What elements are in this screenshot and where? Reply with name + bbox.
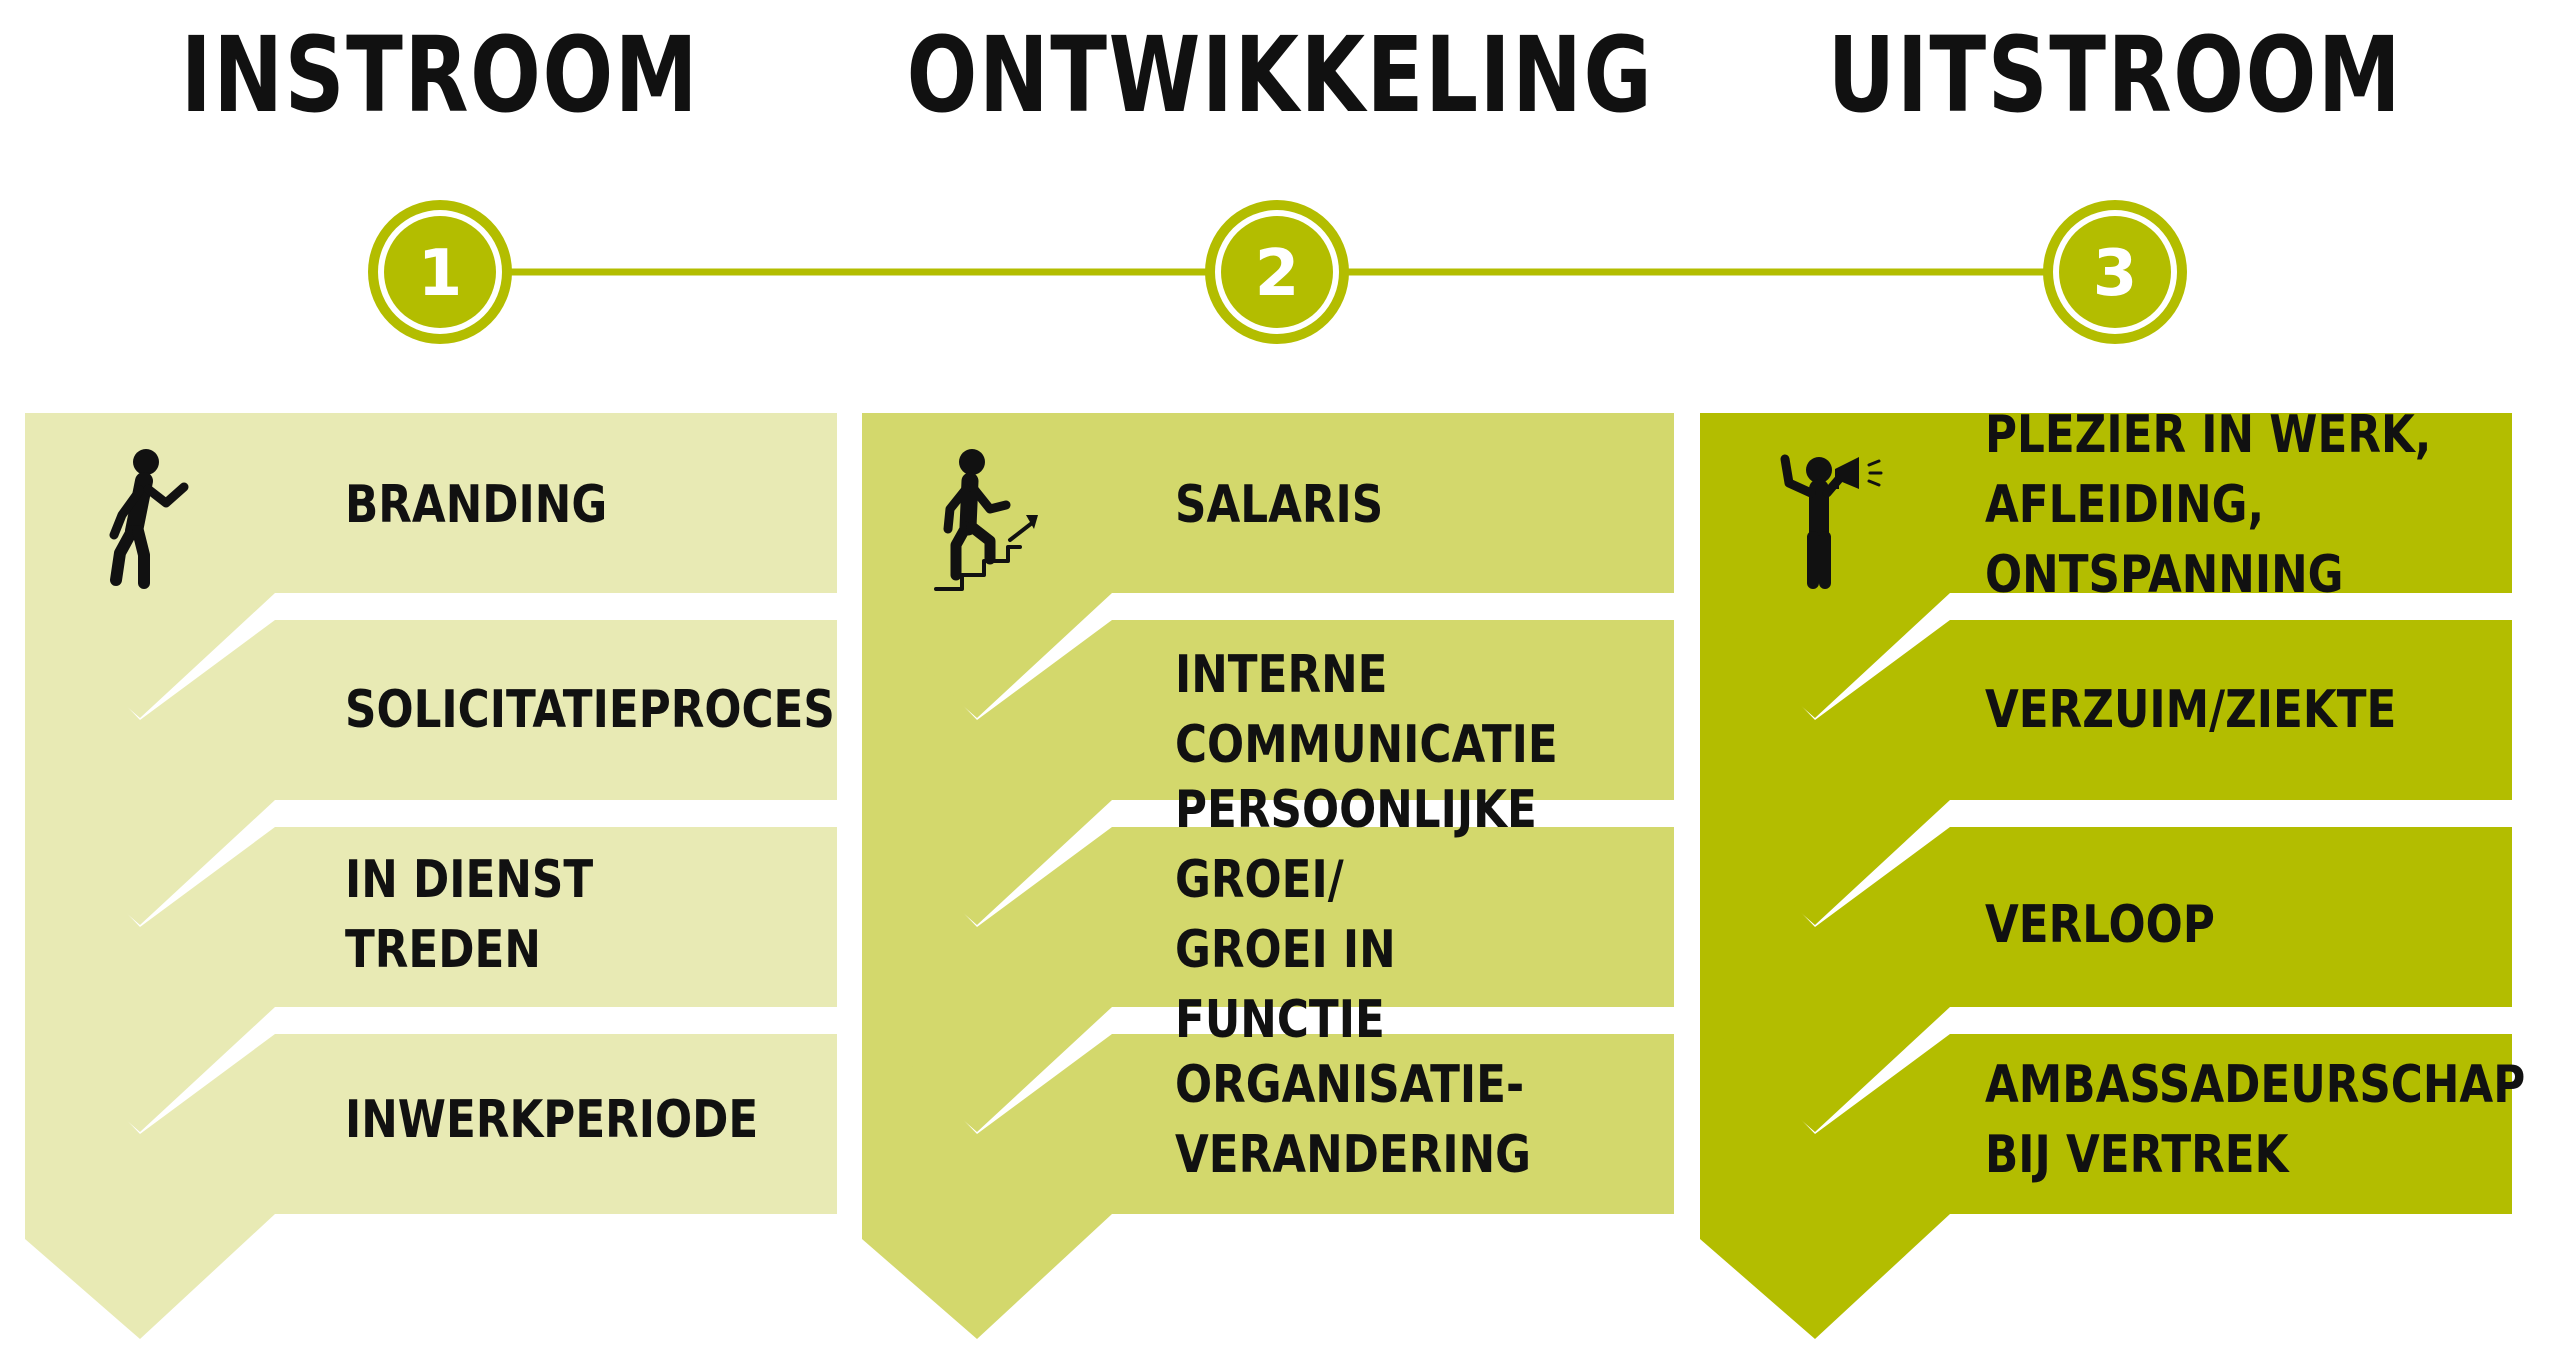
item-verloop: VERLOOP: [1985, 895, 2215, 955]
item-solicitatieproces: SOLICITATIEPROCES: [345, 680, 835, 740]
step-marker-2: 2: [1205, 200, 1349, 344]
chevron-band-3-2: [1700, 600, 2512, 925]
step-number-2: 2: [1255, 237, 1300, 311]
chevron-band-2-1: [862, 413, 1674, 718]
phase-title-uitstroom: UITSTROOM: [1827, 14, 2403, 136]
item-in-dienst-treden: IN DIENST TREDEN: [345, 850, 594, 980]
chevron-band-3-3: [1700, 807, 2512, 1132]
item-persoonlijke-groei: PERSOONLIJKE GROEI/ GROEI IN FUNCTIE: [1175, 780, 1537, 1050]
step-number-3: 3: [2093, 237, 2138, 311]
chevron-band-1-1: [25, 413, 837, 718]
item-inwerkperiode: INWERKPERIODE: [345, 1090, 759, 1150]
person-with-megaphone-icon: [1780, 454, 1883, 589]
item-organisatieverandering: ORGANISATIE- VERANDERING: [1175, 1055, 1532, 1185]
step-marker-1: 1: [368, 200, 512, 344]
person-climbing-stairs-icon: [934, 449, 1038, 591]
chevron-band-3-4: [1700, 1014, 2512, 1339]
item-plezier-in-werk: PLEZIER IN WERK, AFLEIDING, ONTSPANNING: [1985, 405, 2432, 605]
item-ambassadeurschap: AMBASSADEURSCHAP BIJ VERTREK: [1985, 1055, 2526, 1185]
chevron-band-1-4: [25, 1014, 837, 1339]
chevron-band-3-1: [1700, 413, 2512, 718]
phase-title-instroom: INSTROOM: [180, 14, 700, 136]
item-interne-communicatie: INTERNE COMMUNICATIE: [1175, 645, 1558, 775]
item-verzuim-ziekte: VERZUIM/ZIEKTE: [1985, 680, 2397, 740]
step-marker-3: 3: [2043, 200, 2187, 344]
chevron-band-1-3: [25, 807, 837, 1132]
chevron-band-2-2: [862, 600, 1674, 925]
timeline: 1 2 3: [368, 200, 2187, 344]
chevron-band-1-2: [25, 600, 837, 925]
item-branding: BRANDING: [345, 475, 608, 535]
walking-person-icon: [109, 449, 189, 589]
item-salaris: SALARIS: [1175, 475, 1384, 535]
step-number-1: 1: [418, 237, 463, 311]
chevron-band-2-4: [862, 1014, 1674, 1339]
chevron-band-2-3: [862, 807, 1674, 1132]
phase-title-ontwikkeling: ONTWIKKELING: [906, 14, 1654, 136]
